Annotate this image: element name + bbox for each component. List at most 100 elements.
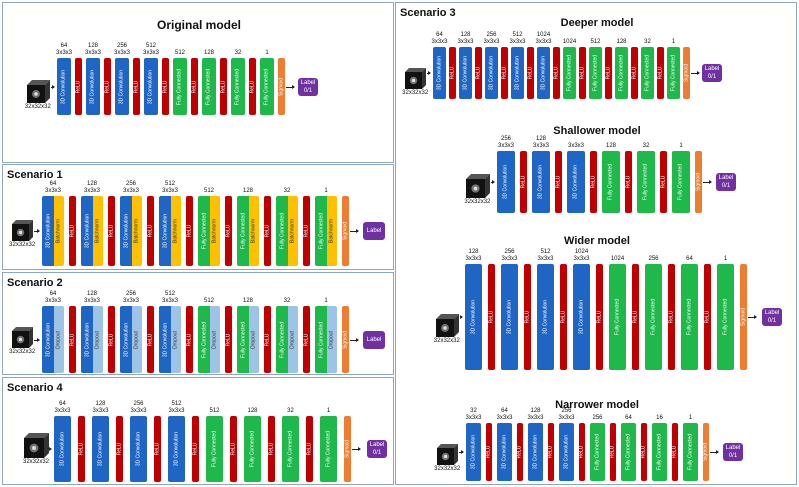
conv-block-label: 3D Convolution bbox=[45, 322, 52, 357]
relu-block-label: ReLU bbox=[605, 66, 611, 80]
output-label: Label bbox=[363, 330, 385, 349]
conv-block-label: 3D Convolution bbox=[506, 299, 512, 335]
dropout-block-label: Dropout bbox=[94, 330, 101, 349]
relu-block: ReLU bbox=[264, 196, 271, 266]
fc-block: Fully Connected bbox=[717, 264, 734, 370]
layer-size-label: 64 bbox=[686, 256, 693, 262]
fc-block-label: Fully Connected bbox=[249, 430, 255, 468]
arrow-connector bbox=[459, 450, 464, 454]
layer-size-label: 512 3x3x3 bbox=[537, 249, 554, 262]
relu-block-label: ReLU bbox=[704, 310, 710, 324]
relu-block: ReLU bbox=[486, 423, 492, 481]
layer-size-label: 128 3x3x3 bbox=[84, 43, 102, 56]
conv-block-label: 3D Convolution bbox=[162, 213, 169, 249]
relu-block: ReLU bbox=[579, 47, 586, 99]
arrow-connector bbox=[49, 447, 52, 451]
relu-block: ReLU bbox=[225, 306, 232, 373]
fc-block-label: Fully Connected bbox=[625, 433, 631, 471]
relu-block-label: ReLU bbox=[306, 442, 312, 456]
fc-block: Fully Connected bbox=[244, 416, 261, 482]
layer-size-label: 1024 bbox=[610, 256, 625, 262]
fc-block-label: Fully Connected bbox=[318, 321, 325, 358]
relu-block: ReLU bbox=[631, 47, 638, 99]
relu-block-label: ReLU bbox=[672, 445, 678, 459]
layer-size-label: 32 bbox=[234, 50, 242, 56]
layer-size-label: 32 bbox=[287, 408, 294, 414]
relu-block-label: ReLU bbox=[560, 310, 566, 324]
conv-block-label: 3D Convolution bbox=[118, 69, 125, 104]
fc-block: Fully Connected bbox=[320, 416, 337, 482]
sigmoid-block-label: Sigmoid bbox=[342, 330, 348, 349]
layer-size-label: 1024 bbox=[562, 39, 577, 45]
relu-block: ReLU bbox=[147, 306, 154, 373]
arrow-connector bbox=[427, 71, 431, 75]
relu-block-label: ReLU bbox=[657, 66, 663, 80]
panel-title: Scenario 1 bbox=[7, 169, 63, 181]
layer-size-label: 256 bbox=[648, 256, 659, 262]
relu-block-label: ReLU bbox=[133, 80, 139, 93]
output-label: Label 0/1 bbox=[702, 64, 722, 82]
input-size-label: 32x32x32 bbox=[433, 337, 460, 344]
sigmoid-block: Sigmoid bbox=[342, 306, 349, 373]
layer-size-label: 1024 3x3x3 bbox=[573, 249, 590, 262]
layer-size-label: 256 3x3x3 bbox=[113, 43, 131, 56]
relu-block-label: ReLU bbox=[191, 80, 197, 93]
conv-block: 3D Convolution bbox=[485, 47, 498, 99]
relu-block: ReLU bbox=[162, 58, 169, 115]
layer-size-label: 256 3x3x3 bbox=[483, 32, 500, 45]
conv-block: 3D Convolution bbox=[465, 264, 482, 370]
fc-block: Fully Connected bbox=[667, 47, 680, 99]
relu-block-label: ReLU bbox=[154, 442, 160, 456]
layer-size-label: 512 bbox=[209, 408, 220, 414]
arrow-connector bbox=[691, 71, 700, 75]
fc-block: Fully Connected bbox=[615, 47, 628, 99]
relu-block: ReLU bbox=[264, 306, 271, 373]
sigmoid-block-label: Sigmoid bbox=[344, 439, 350, 459]
dropout-block-label: Dropout bbox=[172, 330, 179, 349]
relu-block: ReLU bbox=[517, 423, 523, 481]
layer-size-label: 32 bbox=[644, 39, 651, 45]
arrow-connector bbox=[34, 229, 40, 233]
relu-block-label: ReLU bbox=[69, 333, 75, 346]
relu-block-label: ReLU bbox=[596, 310, 602, 324]
input-volume bbox=[466, 174, 490, 198]
layer-size-label: 32 bbox=[283, 188, 291, 194]
relu-block-label: ReLU bbox=[641, 445, 647, 459]
relu-block-label: ReLU bbox=[501, 66, 507, 80]
relu-block: ReLU bbox=[230, 416, 237, 482]
arrow-connector bbox=[703, 180, 712, 184]
sigmoid-block-label: Sigmoid bbox=[703, 442, 709, 462]
conv-block-label: 3D Convolution bbox=[135, 431, 141, 467]
relu-block-label: ReLU bbox=[524, 310, 530, 324]
relu-block: ReLU bbox=[657, 47, 664, 99]
relu-block: ReLU bbox=[191, 58, 198, 115]
batchnorm-block-label: Batchnorm bbox=[172, 218, 179, 244]
fc-block-label: Fully Connected bbox=[318, 212, 325, 250]
batchnorm-block-label: Batchnorm bbox=[55, 218, 62, 244]
fc-block: Fully Connected bbox=[202, 58, 216, 115]
conv-block-label: 3D Convolution bbox=[462, 55, 468, 91]
relu-block-label: ReLU bbox=[520, 175, 526, 189]
fc-block-label: Fully Connected bbox=[287, 430, 293, 468]
fc-block: Fully Connected bbox=[652, 423, 667, 481]
relu-block: ReLU bbox=[524, 264, 531, 370]
relu-block-label: ReLU bbox=[69, 224, 75, 238]
fc-block-label: Fully Connected bbox=[722, 298, 728, 336]
conv-block-label: 3D Convolution bbox=[84, 322, 91, 357]
layer-size-label: 64 bbox=[625, 415, 632, 421]
layer-size-label: 128 3x3x3 bbox=[532, 136, 550, 149]
output-label: Label 0/1 bbox=[298, 77, 318, 96]
layer-size-label: 256 3x3x3 bbox=[122, 291, 140, 304]
relu-block-label: ReLU bbox=[579, 66, 585, 80]
layer-size-label: 128 3x3x3 bbox=[92, 401, 109, 414]
fc-block-label: Fully Connected bbox=[211, 430, 217, 468]
layer-size-label: 256 3x3x3 bbox=[558, 408, 575, 421]
fc-block-label: Fully Connected bbox=[614, 298, 620, 336]
relu-block-label: ReLU bbox=[220, 80, 226, 93]
layer-size-label: 512 3x3x3 bbox=[142, 43, 160, 56]
fc-block-label: Fully Connected bbox=[644, 54, 650, 92]
fc-block: Fully Connected bbox=[621, 423, 636, 481]
